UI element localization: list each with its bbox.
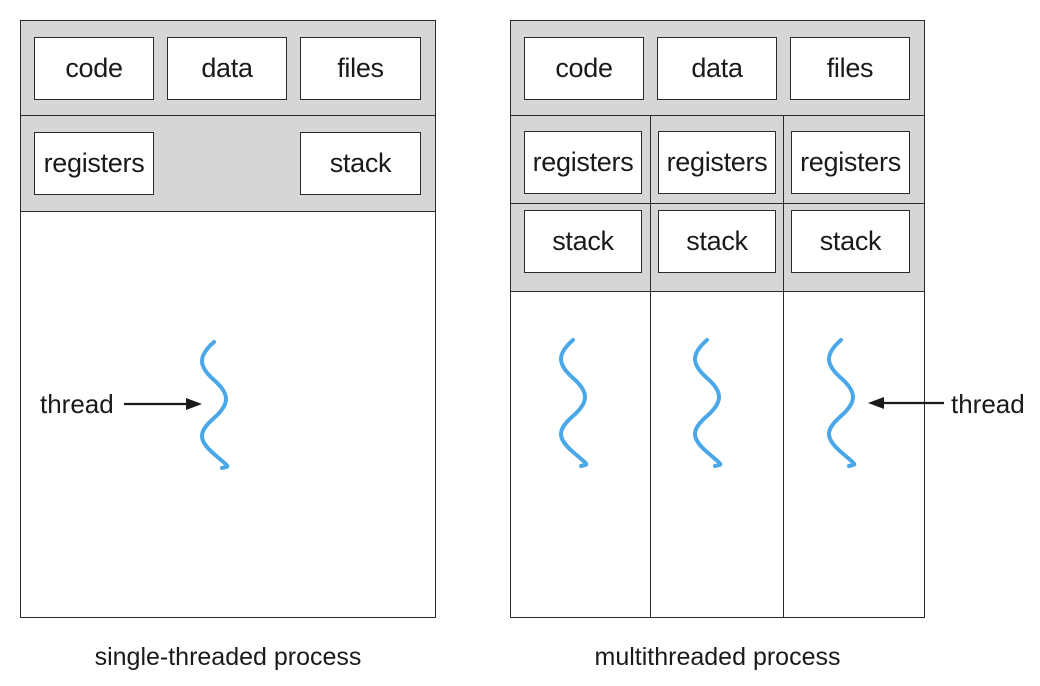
- single-thread-label: thread: [40, 389, 114, 419]
- multi-thread-label: thread: [951, 389, 1025, 419]
- multi-stack-box: stack: [658, 210, 776, 273]
- single-caption: single-threaded process: [94, 643, 362, 671]
- squiggle-thread-icon: [559, 338, 589, 468]
- single-stack-box: stack: [300, 132, 421, 195]
- single-registers-box: registers: [34, 132, 154, 195]
- multi-stack-box: stack: [791, 210, 910, 273]
- multi-caption: multithreaded process: [594, 643, 841, 671]
- multi-data-box: data: [657, 37, 777, 100]
- multi-registers-box: registers: [658, 131, 776, 194]
- single-files-box: files: [300, 37, 421, 100]
- single-data-box: data: [167, 37, 287, 100]
- multi-code-box: code: [524, 37, 644, 100]
- multi-files-box: files: [790, 37, 910, 100]
- arrow-right-icon: [124, 398, 202, 410]
- multi-registers-box: registers: [524, 131, 642, 194]
- squiggle-thread-icon: [693, 338, 723, 468]
- multi-registers-box: registers: [791, 131, 910, 194]
- thread-column-divider: [650, 116, 651, 618]
- arrow-left-icon: [868, 397, 944, 409]
- single-code-box: code: [34, 37, 154, 100]
- thread-column-divider: [783, 116, 784, 618]
- squiggle-thread-icon: [827, 338, 857, 468]
- squiggle-thread-icon: [200, 340, 230, 470]
- multi-stack-box: stack: [524, 210, 642, 273]
